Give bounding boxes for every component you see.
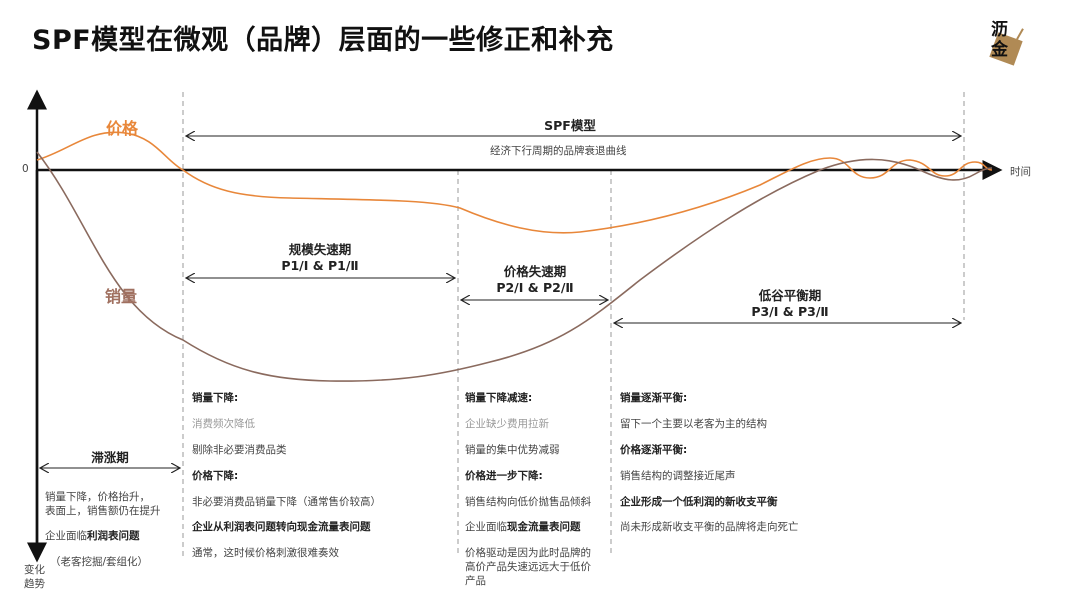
note-stag-1: 销量下降，价格抬升， [45,491,150,503]
note-p1-1: 消费频次降低 [192,418,255,430]
period-stagflation: 滞涨期 [91,450,129,465]
note-p3-3: 销售结构的调整接近尾声 [620,470,736,482]
sales-legend: 销量 [105,287,138,306]
note-stag-2: 表面上，销售额仍在提升 [45,505,161,517]
note-stag-3b: 利润表问题 [87,530,140,542]
spf-title: SPF模型 [544,118,596,133]
note-p1-0: 销量下降: [192,392,239,404]
note-p3-1: 留下一个主要以老客为主的结构 [620,418,767,430]
period-p1-code: P1/Ⅰ & P1/Ⅱ [281,258,359,273]
price-curve [36,131,993,234]
note-p1-4: 非必要消费品销量下降（通常售价较高） [192,496,381,508]
note-p2-5a: 企业面临 [465,521,507,533]
note-p2-4: 销售结构向低价抛售品倾斜 [465,496,591,508]
note-p2-5: 企业面临现金流量表问题 [465,519,581,534]
note-p1-3: 价格下降: [192,470,239,482]
note-p3-0: 销量逐渐平衡: [620,392,688,404]
note-p1-6: 通常，这时候价格刺激很难奏效 [192,547,339,559]
y-axis-label-1: 变化 [24,564,45,576]
period-p3-code: P3/Ⅰ & P3/Ⅱ [751,304,829,319]
logo-text: 沥金 [991,20,1008,60]
period-p2-name: 价格失速期 [503,264,567,279]
note-p2-0: 销量下降减速: [465,392,533,404]
note-p3-5: 尚未形成新收支平衡的品牌将走向死亡 [620,521,799,533]
sales-curve [36,151,993,382]
period-p1-name: 规模失速期 [288,242,352,257]
note-p2-5b: 现金流量表问题 [507,521,581,533]
x-axis-label: 时间 [1010,166,1031,178]
note-p2-2: 销量的集中优势减弱 [465,444,560,456]
y-axis-label-2: 趋势 [24,578,45,590]
note-p2-3: 价格进一步下降: [465,470,543,482]
note-stag-3a: 企业面临 [45,530,87,542]
period-p3-name: 低谷平衡期 [758,288,822,303]
note-p2-6: 价格驱动是因为此时品牌的 [465,547,591,559]
price-legend: 价格 [106,119,139,138]
page-title: SPF模型在微观（品牌）层面的一些修正和补充 [32,25,614,56]
zero-label: 0 [22,163,29,175]
note-p1-2: 剔除非必要消费品类 [192,444,287,456]
note-stag-4: （老客挖掘/套组化） [50,556,149,568]
note-stag-3: 企业面临利润表问题 [45,528,140,543]
logo: 沥金 [985,18,1035,68]
note-p3-2: 价格逐渐平衡: [620,444,688,456]
spf-subtitle: 经济下行周期的品牌衰退曲线 [490,145,627,157]
note-p2-7: 高价产品失速远远大于低价 [465,561,591,573]
note-p1-5: 企业从利润表问题转向现金流量表问题 [192,521,371,533]
period-p2-code: P2/Ⅰ & P2/Ⅱ [496,280,574,295]
note-p2-8: 产品 [465,575,486,587]
note-p3-4: 企业形成一个低利润的新收支平衡 [620,496,778,508]
note-p2-1: 企业缺少费用拉新 [465,418,549,430]
